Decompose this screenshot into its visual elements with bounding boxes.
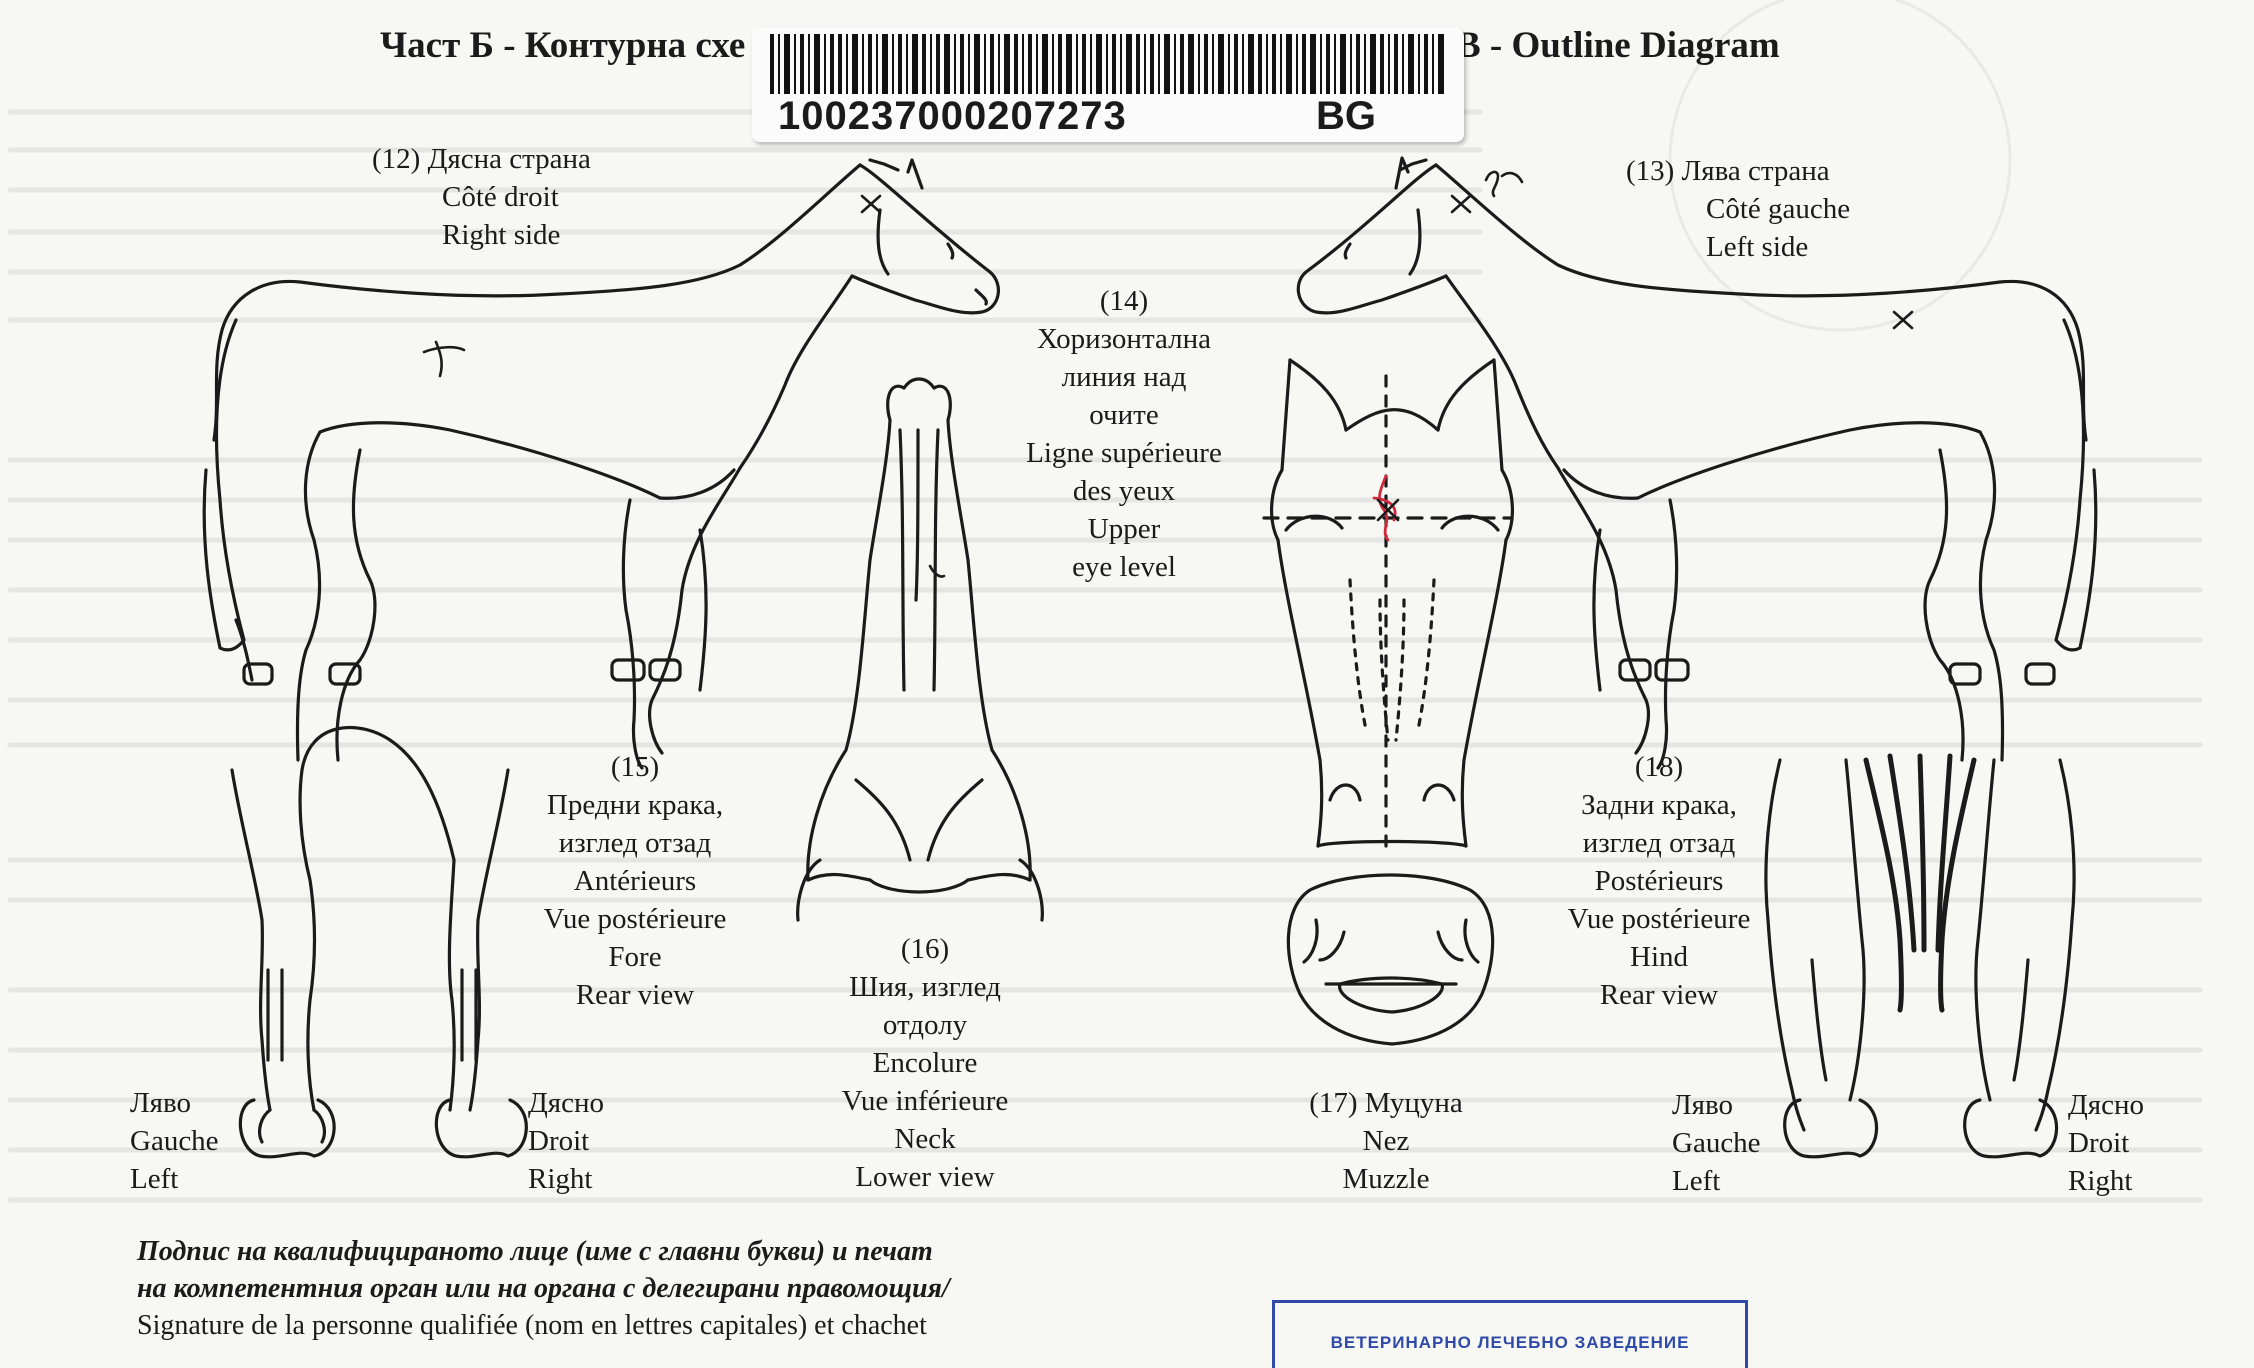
label-fore-left-en: Left (130, 1163, 179, 1195)
label-right-side-en: Right side (442, 219, 561, 251)
hind-legs-rear-view-drawing (1764, 753, 2076, 1159)
label-muzzle-number-bg: (17) Муцуна (1309, 1087, 1463, 1119)
label-eye-level-en2: eye level (1072, 551, 1176, 583)
label-muzzle: (17) Муцуна Nez Muzzle (1260, 1084, 1512, 1198)
label-fore-fr1: Antérieurs (573, 865, 697, 897)
signature-caption-line3: Signature de la personne qualifiée (nom … (137, 1310, 927, 1341)
barcode-bars (770, 34, 1444, 94)
label-left-side-en: Left side (1706, 231, 1809, 263)
label-right-side-number: (12) (372, 143, 421, 175)
label-hind-en1: Hind (1630, 941, 1688, 973)
label-fore-bg2: изглед отзад (558, 827, 712, 859)
label-hind-number: (18) (1634, 751, 1684, 783)
horse-right-side-drawing (202, 158, 1000, 770)
label-fore-left-fr: Gauche (130, 1125, 219, 1157)
horse-muzzle-drawing (1286, 873, 1495, 1046)
label-neck-en1: Neck (894, 1123, 956, 1155)
label-right-side: (12) Дясна страна Côté droit Right side (372, 140, 591, 254)
label-fore-right-en: Right (528, 1163, 593, 1195)
label-fore-number: (15) (610, 751, 660, 783)
label-fore-fr2: Vue postérieure (543, 903, 727, 935)
label-hind-right-fr: Droit (2068, 1127, 2130, 1159)
label-right-side-fr: Côté droit (442, 181, 559, 213)
label-fore-left-bg: Ляво (130, 1087, 192, 1119)
horse-left-side-drawing (1296, 156, 2098, 770)
part-b-title-bg: Част Б - Контурна схе (380, 25, 746, 66)
horse-neck-lower-view-drawing (796, 377, 1044, 922)
label-left-side: (13) Лява страна Côté gauche Left side (1626, 152, 1850, 266)
label-hind-bg2: изглед отзад (1582, 827, 1736, 859)
label-neck-bg2: отдолу (882, 1009, 968, 1041)
label-fore-right: Дясно Droit Right (528, 1084, 604, 1198)
label-eye-level-bg3: очите (1089, 399, 1159, 431)
fore-legs-rear-view-drawing (230, 725, 528, 1159)
label-fore-right-fr: Droit (528, 1125, 590, 1157)
label-fore-en2: Rear view (575, 979, 695, 1011)
label-eye-level-bg1: Хоризонтална (1037, 323, 1211, 355)
signature-caption-line2: на компетентния орган или на органа с де… (137, 1273, 950, 1304)
label-hind-right: Дясно Droit Right (2068, 1086, 2144, 1200)
label-eye-level-bg2: линия над (1061, 361, 1187, 393)
handwritten-marks (422, 170, 1914, 578)
label-hind-en2: Rear view (1599, 979, 1719, 1011)
label-left-side-bg: Лява страна (1681, 155, 1830, 187)
label-hind-fr1: Postérieurs (1594, 865, 1724, 897)
label-hind-left-fr: Gauche (1672, 1127, 1761, 1159)
label-fore-left: Ляво Gauche Left (130, 1084, 219, 1198)
eye-level-cross-mark (1376, 498, 1400, 522)
barcode-sticker: 100237000207273 BG (752, 28, 1464, 142)
label-fore-legs: (15) Предни крака, изглед отзад Antérieu… (520, 748, 750, 1014)
signature-caption-line1: Подпис на квалифицираното лице (име с гл… (137, 1236, 933, 1267)
label-neck-fr1: Encolure (872, 1047, 978, 1079)
label-neck-bg1: Шия, изглед (849, 971, 1001, 1003)
label-eye-level-fr1: Ligne supérieure (1026, 437, 1222, 469)
label-eye-level-number: (14) (1099, 285, 1149, 317)
label-neck-fr2: Vue inférieure (841, 1085, 1009, 1117)
label-hind-left-en: Left (1672, 1165, 1721, 1197)
barcode-country-code: BG (1316, 94, 1376, 138)
label-hind-right-en: Right (2068, 1165, 2133, 1197)
label-hind-bg1: Задни крака, (1581, 789, 1737, 821)
label-right-side-bg: Дясна страна (427, 143, 591, 175)
horse-head-front-drawing (1262, 358, 1514, 848)
label-neck-en2: Lower view (855, 1161, 995, 1193)
label-muzzle-en: Muzzle (1342, 1163, 1430, 1195)
part-b-title-en: rt B - Outline Diagram (1418, 25, 1780, 66)
label-muzzle-fr: Nez (1362, 1125, 1410, 1157)
label-eye-level: (14) Хоризонтална линия над очите Ligne … (1004, 282, 1244, 586)
label-left-side-number: (13) (1626, 155, 1675, 187)
label-hind-left-bg: Ляво (1672, 1089, 1734, 1121)
label-neck-number: (16) (900, 933, 950, 965)
signature-caption: Подпис на квалифицираното лице (име с гл… (137, 1233, 950, 1344)
label-eye-level-fr2: des yeux (1072, 475, 1176, 507)
label-hind-right-bg: Дясно (2068, 1089, 2145, 1121)
label-fore-bg1: Предни крака, (546, 789, 724, 821)
veterinary-stamp: ВЕТЕРИНАРНО ЛЕЧЕБНО ЗАВЕДЕНИЕ (1272, 1300, 1748, 1368)
label-left-side-fr: Côté gauche (1706, 193, 1851, 225)
barcode-number: 100237000207273 (778, 94, 1127, 138)
veterinary-stamp-text: ВЕТЕРИНАРНО ЛЕЧЕБНО ЗАВЕДЕНИЕ (1330, 1333, 1690, 1352)
label-hind-legs: (18) Задни крака, изглед отзад Postérieu… (1544, 748, 1774, 1014)
label-hind-fr2: Vue postérieure (1567, 903, 1751, 935)
label-hind-left: Ляво Gauche Left (1672, 1086, 1761, 1200)
label-fore-en1: Fore (608, 941, 662, 973)
label-neck: (16) Шия, изглед отдолу Encolure Vue inf… (812, 930, 1038, 1196)
label-eye-level-en1: Upper (1087, 513, 1161, 545)
label-fore-right-bg: Дясно (528, 1087, 605, 1119)
